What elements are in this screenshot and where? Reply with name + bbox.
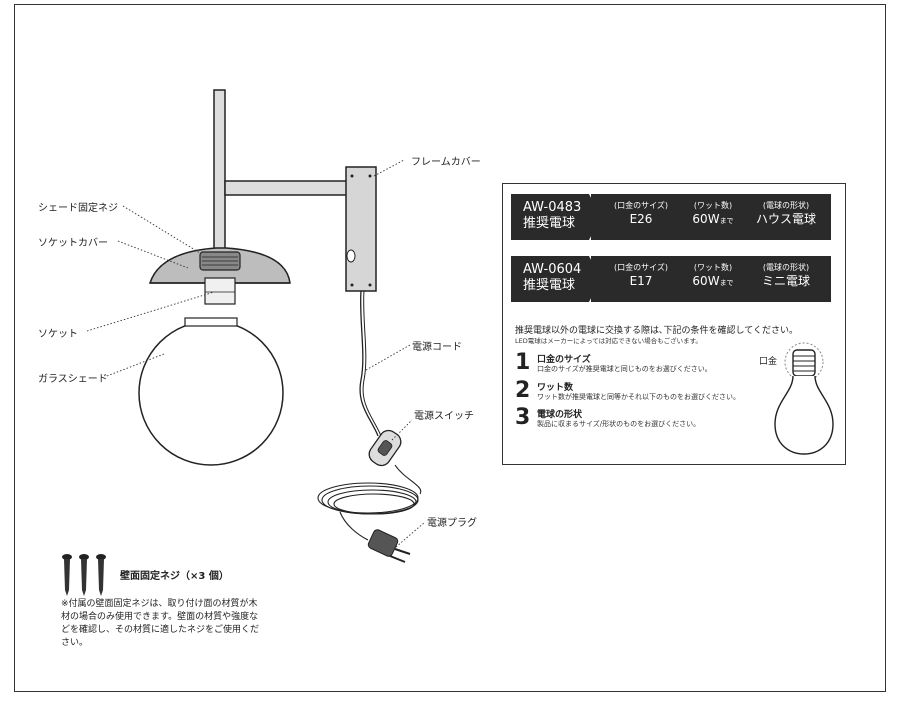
vertical-pipe [213,89,226,251]
condition-desc: ワット数が推奨電球と同等かそれ以下のものをお選びください。 [537,393,740,401]
condition-2: 2 ワット数 ワット数が推奨電球と同等かそれ以下のものをお選びください。 [515,380,775,408]
watt-value: 60W [692,274,720,288]
base-size-col: (口金のサイズ) E17 [611,263,671,289]
shape-value: ハウス電球 [755,212,816,226]
condition-number: 3 [515,405,531,430]
condition-3: 3 電球の形状 製品に収まるサイズ/形状のものをお選びください。 [515,407,775,435]
model-code: AW-0604 [523,262,582,277]
label-power-plug: 電源プラグ [427,518,477,529]
label-socket: ソケット [38,329,78,340]
base-callout: 口金 [759,357,778,367]
horizontal-arm [224,180,349,196]
power-switch [368,429,402,467]
socket [204,277,236,305]
watt-col: (ワット数) 60Wまで [683,263,743,291]
base-value: E26 [629,212,653,226]
label-shade-screw: シェード固定ネジ [38,203,118,214]
wall-screws [62,554,106,596]
shape-value: ミニ電球 [761,274,810,288]
screws-title: 壁面固定ネジ（×3 個） [120,571,229,582]
shape-col: (電球の形状) ハウス電球 [751,201,821,227]
base-label: (口金のサイズ) [613,201,668,210]
condition-desc: 製品に収まるサイズ/形状のものをお選びください。 [537,420,701,428]
label-socket-cover: ソケットカバー [38,238,108,249]
condition-title: ワット数 [537,383,574,393]
condition-number: 2 [515,378,531,403]
watt-value: 60W [692,212,720,226]
watt-label: (ワット数) [693,263,733,272]
frame-cover [345,166,377,292]
model-sub: 推奨電球 [523,278,576,293]
base-size-col: (口金のサイズ) E26 [611,201,671,227]
bulb-row-2-specs: (口金のサイズ) E17 (ワット数) 60Wまで (電球の形状) ミニ電球 [591,256,831,302]
led-note: LED電球はメーカーによっては対応できない場合もございます。 [515,337,702,345]
bulb-row-1-model: AW-0483 推奨電球 [523,200,581,232]
label-glass-shade: ガラスシェード [38,374,108,385]
label-power-switch: 電源スイッチ [414,411,474,422]
bulb-row-2-model-bar: AW-0604 推奨電球 [511,256,601,302]
label-frame-cover: フレームカバー [411,157,481,168]
model-sub: 推奨電球 [523,216,576,231]
leader-lines [86,159,426,548]
bulb-row-1-model-bar: AW-0483 推奨電球 [511,194,601,240]
condition-title: 電球の形状 [537,410,583,420]
shape-col: (電球の形状) ミニ電球 [751,263,821,289]
bulb-icon [774,342,834,455]
watt-suffix: まで [719,279,734,287]
screws-note: ※付属の壁面固定ネジは、取り付け面の材質が木材の場合のみ使用できます。壁面の材質… [61,599,260,648]
shape-label: (電球の形状) [762,201,810,210]
bulb-info-panel: AW-0483 推奨電球 (口金のサイズ) E26 (ワット数) 60Wまで (… [502,183,846,465]
watt-col: (ワット数) 60Wまで [683,201,743,229]
shape-label: (電球の形状) [762,263,810,272]
glass-shade [138,317,284,466]
power-cord [359,290,382,437]
replacement-note: 推奨電球以外の電球に交換する際は､下記の条件を確認してください。 [515,326,798,336]
power-plug [367,529,411,563]
socket-cover-shade [148,247,291,284]
label-power-cord: 電源コード [412,342,462,353]
condition-desc: 口金のサイズが推奨電球と同じものをお選びください。 [537,365,712,373]
base-label: (口金のサイズ) [613,263,668,272]
base-value: E17 [629,274,653,288]
page-frame [14,4,886,692]
bulb-row-2-model: AW-0604 推奨電球 [523,262,581,294]
model-code: AW-0483 [523,200,582,215]
bulb-row-1-specs: (口金のサイズ) E26 (ワット数) 60Wまで (電球の形状) ハウス電球 [591,194,831,240]
watt-suffix: まで [719,217,734,225]
watt-label: (ワット数) [693,201,733,210]
condition-1: 1 口金のサイズ 口金のサイズが推奨電球と同じものをお選びください。 [515,352,775,380]
condition-number: 1 [515,350,531,375]
condition-title: 口金のサイズ [537,355,591,365]
coiled-cord [317,464,422,541]
